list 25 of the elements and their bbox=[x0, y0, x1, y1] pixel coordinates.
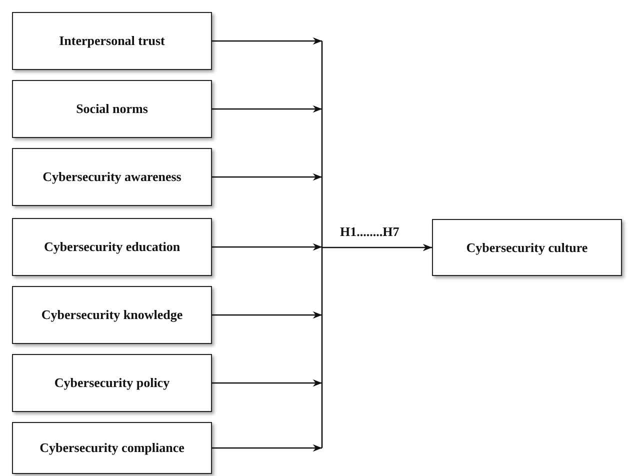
box-label: Cybersecurity culture bbox=[466, 240, 588, 256]
factor-box bbox=[12, 80, 212, 138]
box-label: Cybersecurity knowledge bbox=[41, 307, 183, 323]
box-label: Cybersecurity awareness bbox=[42, 169, 182, 185]
factor-box bbox=[12, 354, 212, 412]
arrow bbox=[212, 311, 322, 319]
factor-box bbox=[12, 218, 212, 276]
box-label: Cybersecurity education bbox=[44, 239, 180, 255]
arrow bbox=[212, 173, 322, 181]
factor-box bbox=[12, 148, 212, 206]
arrow bbox=[212, 243, 322, 251]
box-label: Interpersonal trust bbox=[59, 33, 165, 49]
factor-box bbox=[432, 219, 622, 276]
box-label: Social norms bbox=[76, 101, 148, 117]
box-label: Cybersecurity compliance bbox=[40, 440, 184, 456]
factor-box bbox=[12, 286, 212, 344]
factor-box bbox=[12, 12, 212, 70]
box-label: Cybersecurity policy bbox=[54, 375, 170, 391]
arrow bbox=[212, 37, 322, 45]
arrow bbox=[212, 379, 322, 387]
arrow bbox=[322, 244, 432, 252]
arrow bbox=[212, 105, 322, 113]
bus-line bbox=[321, 41, 323, 448]
arrow bbox=[212, 444, 322, 452]
factor-box bbox=[12, 422, 212, 474]
